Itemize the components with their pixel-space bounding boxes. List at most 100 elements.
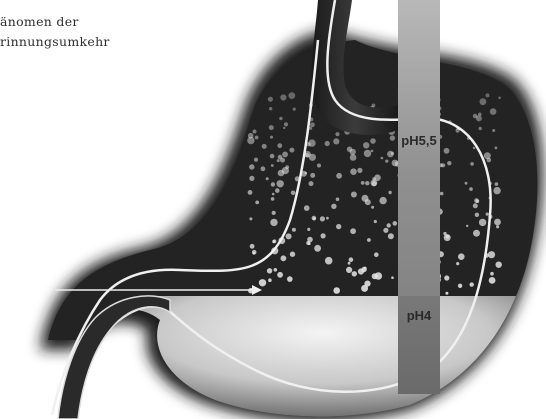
bubble	[470, 162, 474, 166]
bubble	[456, 262, 459, 265]
bubble	[250, 244, 255, 249]
bubble	[370, 138, 376, 144]
bubble	[363, 142, 369, 148]
bubble	[470, 282, 474, 286]
bubble	[289, 148, 294, 153]
bubble	[254, 158, 258, 162]
bubble	[287, 276, 293, 282]
bubble	[307, 237, 313, 243]
bubble	[490, 108, 497, 115]
bubble	[495, 182, 499, 186]
bubble	[279, 117, 282, 120]
bubble	[447, 161, 451, 165]
bubble	[307, 228, 310, 231]
bubble	[444, 234, 451, 241]
bubble	[259, 279, 266, 286]
bubble	[336, 173, 342, 179]
bubble	[285, 165, 289, 169]
bubble	[496, 262, 502, 268]
bubble	[479, 127, 482, 130]
bubble	[249, 164, 254, 169]
bubble	[367, 238, 371, 242]
bubble	[247, 137, 254, 144]
bubble	[374, 252, 379, 257]
bubble	[351, 192, 357, 198]
bubble	[388, 191, 391, 194]
ph-strip-upper	[398, 0, 440, 296]
bubble	[249, 217, 252, 220]
bubble	[291, 191, 296, 196]
bubble	[304, 205, 310, 211]
bubble	[372, 181, 377, 186]
bubble	[364, 267, 367, 270]
bubble	[305, 172, 308, 175]
bubble	[374, 220, 377, 223]
bubble	[350, 228, 356, 234]
bubble	[262, 144, 267, 149]
bubble	[440, 192, 444, 196]
bubble	[275, 188, 280, 193]
bubble	[280, 94, 286, 100]
bubble	[272, 193, 275, 196]
bubble	[473, 230, 480, 237]
bubble	[277, 180, 284, 187]
bubble	[465, 182, 468, 185]
bubble	[466, 225, 468, 227]
bubble	[486, 93, 490, 97]
bubble	[393, 221, 398, 226]
bubble	[495, 147, 498, 150]
bubble	[270, 154, 275, 159]
bubble	[348, 262, 351, 265]
bubble	[270, 219, 277, 226]
bubble	[458, 253, 465, 260]
bubble	[255, 201, 259, 205]
bubble	[310, 122, 315, 127]
bubble	[390, 135, 395, 140]
bubble	[282, 152, 288, 158]
bubble	[488, 251, 495, 258]
ph-upper-label: pH5,5	[401, 133, 436, 148]
bubble	[364, 150, 371, 157]
bubble	[352, 271, 357, 276]
bubble	[266, 177, 269, 180]
bubble	[271, 197, 275, 201]
bubble	[365, 199, 371, 205]
bubble	[476, 199, 480, 203]
bubble	[277, 272, 283, 278]
bubble	[305, 153, 309, 157]
bubble	[288, 92, 295, 99]
bubble	[333, 138, 339, 144]
bubble	[349, 257, 354, 262]
bubble	[326, 217, 329, 220]
bubble	[444, 275, 449, 280]
bubble	[371, 150, 374, 153]
bubble	[498, 97, 501, 100]
bubble	[290, 252, 295, 257]
bubble	[469, 187, 473, 191]
bubble	[278, 155, 283, 160]
bubble	[271, 164, 274, 167]
bubble	[309, 154, 316, 161]
bubble	[371, 206, 374, 209]
bubble	[444, 148, 450, 154]
bubble	[375, 272, 382, 279]
bubble	[292, 228, 296, 232]
bubble	[388, 233, 394, 239]
bubble	[357, 168, 362, 173]
bubble	[317, 164, 321, 168]
bubble	[479, 219, 486, 226]
bubble	[281, 255, 287, 261]
bubble	[310, 173, 315, 178]
bubble	[268, 97, 273, 102]
bubble	[253, 252, 256, 255]
bubble	[476, 115, 482, 121]
bubble	[270, 136, 273, 139]
bubble	[361, 181, 365, 185]
bubble	[358, 268, 364, 274]
bubble	[321, 233, 326, 238]
bubble	[274, 268, 278, 272]
bubble	[253, 130, 257, 134]
bubble	[320, 216, 325, 221]
bubble	[336, 198, 340, 202]
